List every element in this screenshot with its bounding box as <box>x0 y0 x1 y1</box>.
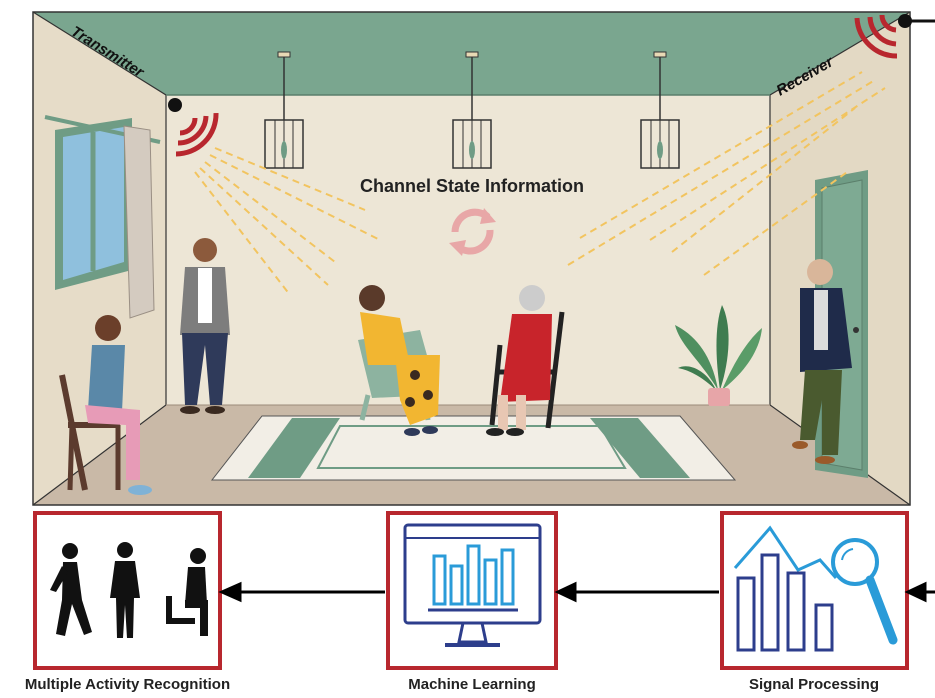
transmitter-antenna-icon <box>168 98 219 157</box>
person-seated-red <box>486 285 565 436</box>
stage-label-signal-processing: Signal Processing <box>748 676 880 693</box>
channel-state-information-label: Channel State Information <box>360 176 584 196</box>
signal-beams-outgoing <box>194 147 381 296</box>
window <box>44 115 161 319</box>
stage-box-signal-processing <box>720 511 909 670</box>
plant <box>675 305 762 406</box>
stage-label-activity-recognition: Multiple Activity Recognition <box>24 676 231 693</box>
bar-chart-magnifier-icon <box>733 525 898 652</box>
monitor-bar-chart-icon <box>403 523 542 647</box>
signal-beams-incoming <box>567 71 886 276</box>
stage-box-machine-learning <box>386 511 558 670</box>
people-activity-icon <box>50 542 208 638</box>
stage-box-activity-recognition <box>33 511 222 670</box>
flow-arrows <box>218 581 935 603</box>
person-sitting-left <box>59 315 152 495</box>
pendant-lamp <box>452 51 492 169</box>
rug <box>210 415 737 481</box>
person-seated-yellow <box>358 285 440 436</box>
refresh-cycle-icon <box>449 208 496 256</box>
pendant-lamp <box>640 51 680 169</box>
person-walking-right <box>792 259 852 464</box>
person-standing-left <box>180 238 230 414</box>
room-illustration: Transmitter Receiver Channel State Info <box>32 11 935 506</box>
stage-label-machine-learning: Machine Learning <box>408 676 536 693</box>
pendant-lamp <box>264 51 304 169</box>
receiver-antenna-icon <box>854 14 935 59</box>
